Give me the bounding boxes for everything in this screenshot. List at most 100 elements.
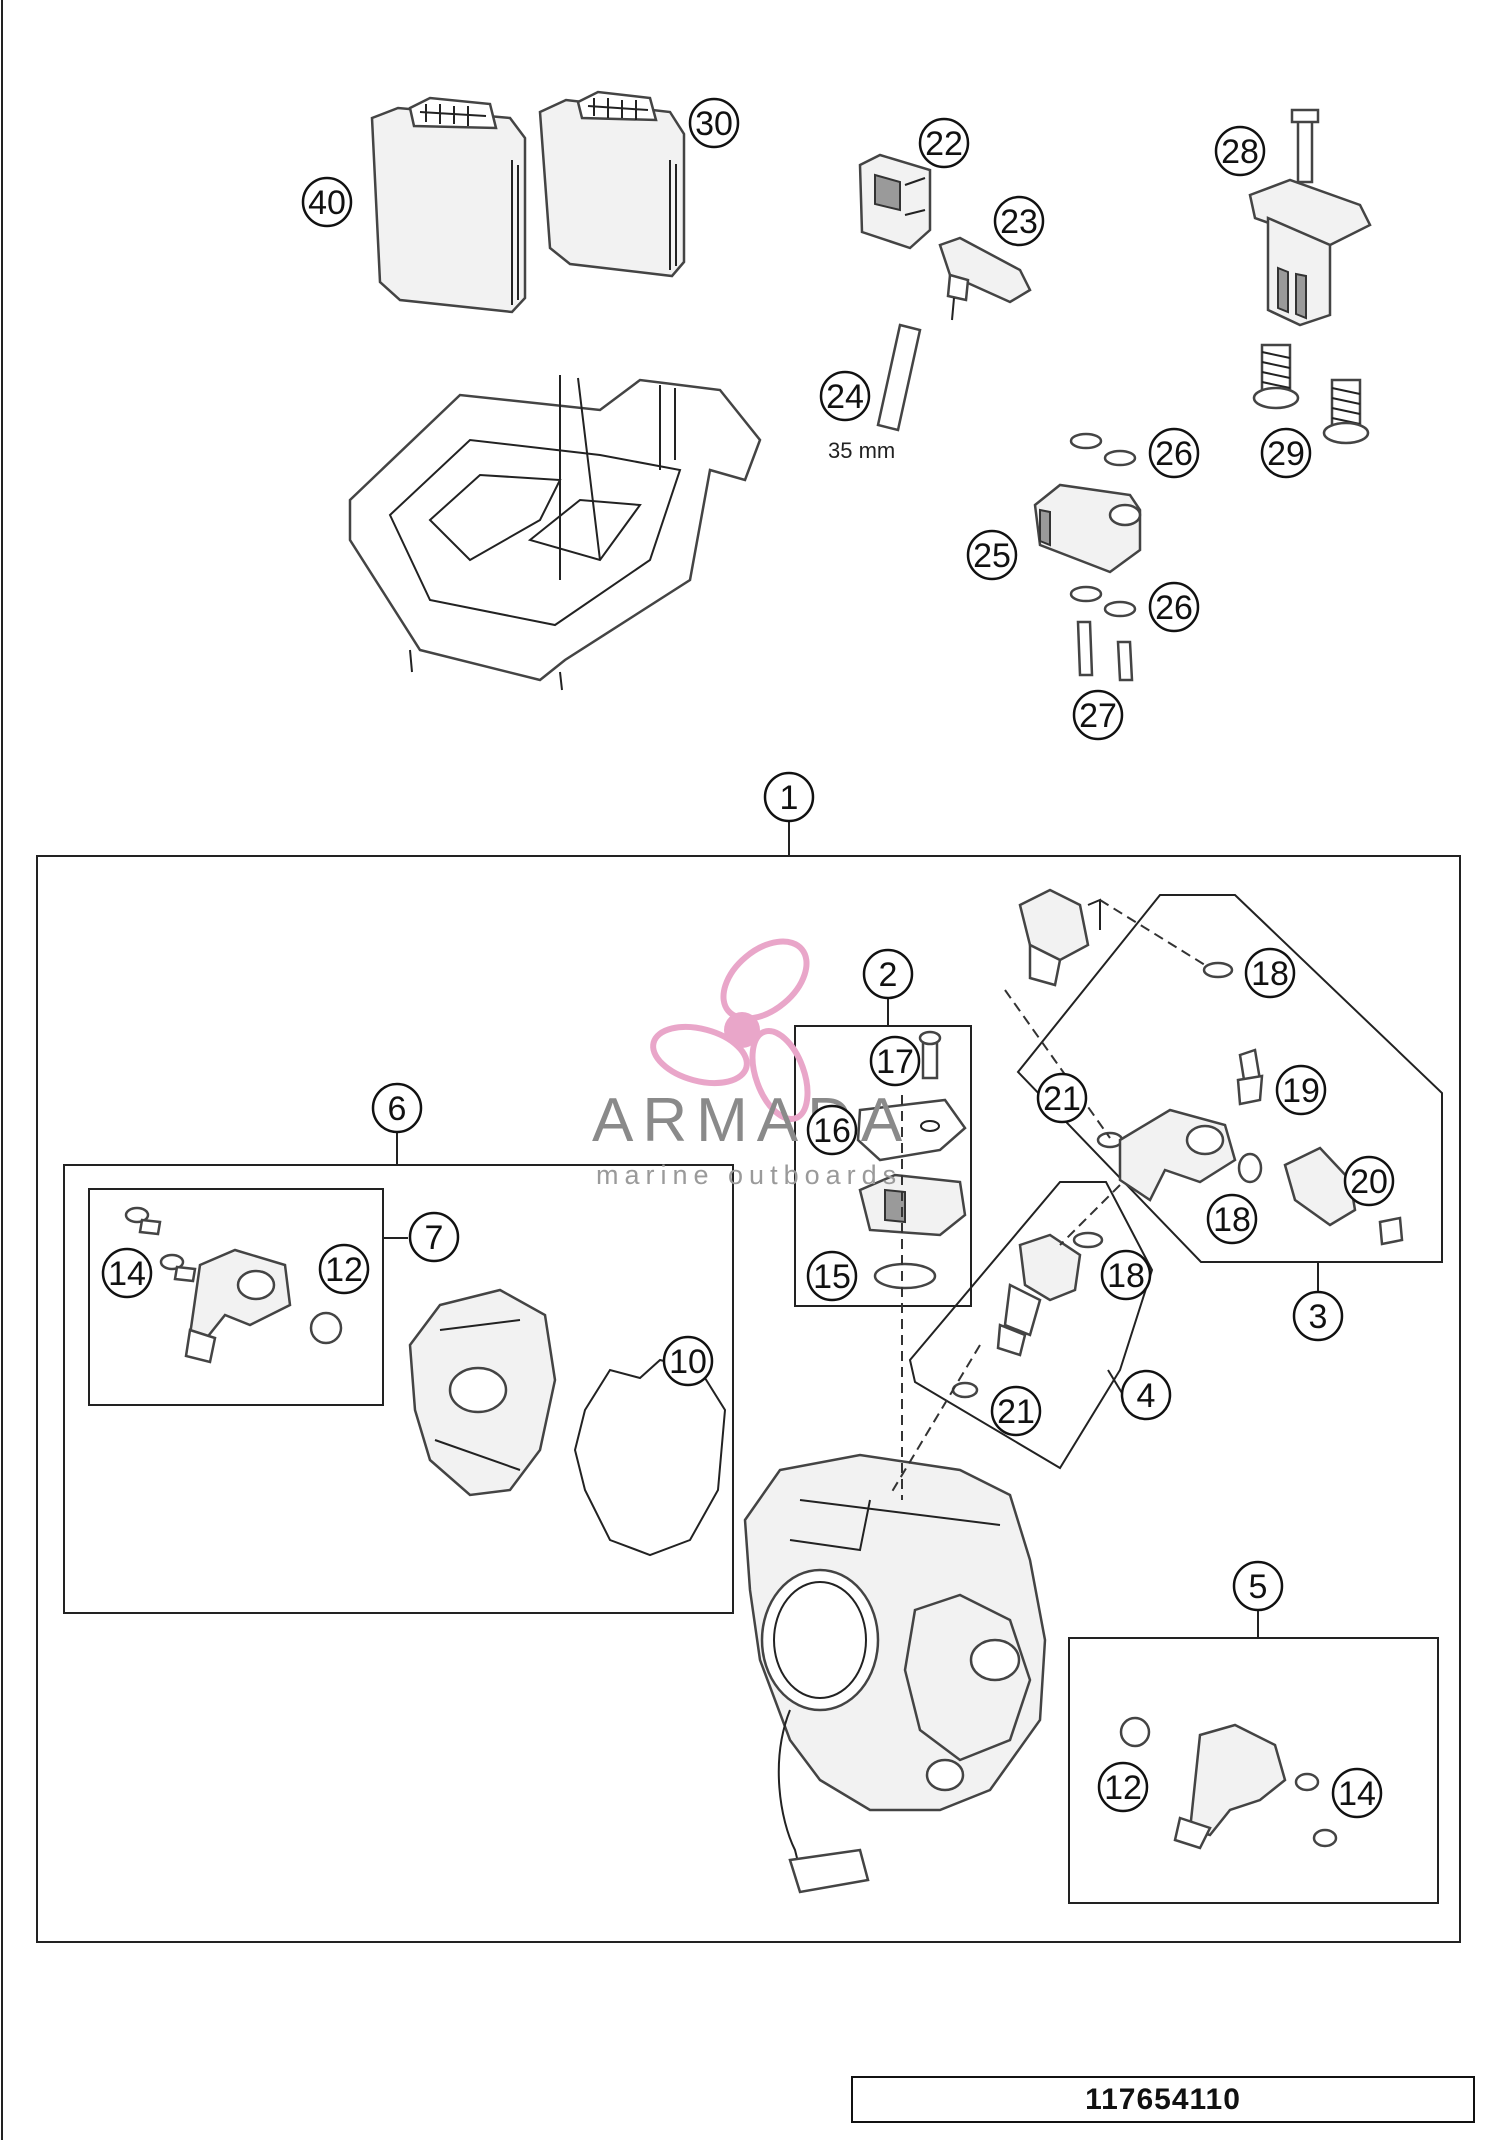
callout-12: 12 xyxy=(1097,1761,1149,1813)
screws-14-box5 xyxy=(1294,1772,1338,1848)
callout-label: 19 xyxy=(1282,1072,1320,1110)
callout-29: 29 xyxy=(1260,427,1312,479)
ecu-unit-30 xyxy=(538,90,686,278)
screws-14-box7 xyxy=(124,1206,197,1283)
washers-26-bottom xyxy=(1069,585,1137,618)
callout-label: 18 xyxy=(1251,955,1289,993)
sub-box-3 xyxy=(1016,894,1443,1263)
callout-14: 14 xyxy=(1331,1767,1383,1819)
oring-12-box5 xyxy=(1119,1716,1151,1748)
callout-label: 26 xyxy=(1155,435,1193,473)
callout-6: 6 xyxy=(371,1082,423,1134)
sensor-28 xyxy=(1248,108,1372,327)
callout-30: 30 xyxy=(688,97,740,149)
callout-label: 4 xyxy=(1137,1377,1156,1415)
bracket-16 xyxy=(856,1098,967,1162)
callout-label: 22 xyxy=(925,125,963,163)
callout-3: 3 xyxy=(1292,1290,1344,1342)
oring-18-mid xyxy=(1237,1152,1263,1184)
callout-17: 17 xyxy=(869,1035,921,1087)
sub-box-4 xyxy=(908,1181,1154,1470)
callout-label: 21 xyxy=(997,1393,1035,1431)
oring-18-box4 xyxy=(1072,1231,1104,1249)
callout-1: 1 xyxy=(763,771,815,823)
sub-box-2 xyxy=(794,1025,972,1307)
callout-14: 14 xyxy=(101,1247,153,1299)
callout-21: 21 xyxy=(990,1385,1042,1437)
callout-20: 20 xyxy=(1343,1155,1395,1207)
callout-28: 28 xyxy=(1214,125,1266,177)
callout-label: 20 xyxy=(1350,1163,1388,1201)
screws-29 xyxy=(1252,343,1370,445)
oring-12-box7 xyxy=(309,1311,343,1345)
sensor-15 xyxy=(858,1173,967,1290)
callout-label: 14 xyxy=(1338,1775,1376,1813)
drawing-code: 117654110 xyxy=(851,2076,1475,2123)
callout-label: 25 xyxy=(973,537,1011,575)
assembly-lines xyxy=(889,899,1206,1500)
callout-26: 26 xyxy=(1148,581,1200,633)
callout-label: 3 xyxy=(1309,1298,1328,1336)
callout-label: 29 xyxy=(1267,435,1305,473)
callout-12: 12 xyxy=(318,1243,370,1295)
ecu-holder-tray xyxy=(348,375,762,691)
bolts-27 xyxy=(1076,620,1134,682)
callout-26: 26 xyxy=(1148,427,1200,479)
callout-18: 18 xyxy=(1100,1249,1152,1301)
callout-label: 16 xyxy=(813,1112,851,1150)
callout-label: 24 xyxy=(826,378,864,416)
tube-24 xyxy=(876,323,922,432)
callout-label: 15 xyxy=(813,1258,851,1296)
callout-label: 23 xyxy=(1000,203,1038,241)
callout-40: 40 xyxy=(301,176,353,228)
callout-label: 10 xyxy=(669,1343,707,1381)
pin-19 xyxy=(1236,1048,1264,1106)
callout-label: 14 xyxy=(108,1255,146,1293)
callout-24: 24 xyxy=(819,370,871,422)
callout-7: 7 xyxy=(408,1211,460,1263)
sub-box-7 xyxy=(88,1188,384,1406)
oring-18-top xyxy=(1202,961,1234,979)
callout-label: 28 xyxy=(1221,133,1259,171)
callout-label: 40 xyxy=(308,184,346,222)
callout-25: 25 xyxy=(966,529,1018,581)
sub-box-5 xyxy=(1068,1637,1439,1904)
watermark-subtitle: marine outboards xyxy=(596,1160,903,1190)
sensor-7 xyxy=(184,1248,292,1364)
connector-22 xyxy=(858,153,932,250)
callout-18: 18 xyxy=(1206,1193,1258,1245)
callout-label: 17 xyxy=(876,1043,914,1081)
callout-label: 26 xyxy=(1155,589,1193,627)
callout-19: 19 xyxy=(1275,1064,1327,1116)
screw-17 xyxy=(918,1030,942,1080)
sensor-5 xyxy=(1173,1723,1287,1850)
fitting-20 xyxy=(1283,1146,1404,1246)
callout-label: 6 xyxy=(388,1090,407,1128)
callout-label: 21 xyxy=(1043,1080,1081,1118)
callout-label: 18 xyxy=(1107,1257,1145,1295)
callout-5: 5 xyxy=(1232,1560,1284,1612)
callout-23: 23 xyxy=(993,195,1045,247)
callout-label: 7 xyxy=(425,1219,444,1257)
callout-18: 18 xyxy=(1244,947,1296,999)
callout-10: 10 xyxy=(662,1335,714,1387)
injector-lower xyxy=(996,1233,1082,1357)
callout-15: 15 xyxy=(806,1250,858,1302)
callout-21: 21 xyxy=(1036,1072,1088,1124)
callout-4: 4 xyxy=(1120,1369,1172,1421)
throttle-body xyxy=(743,1453,1047,1894)
rail-bracket xyxy=(1118,1108,1237,1202)
callout-label: 18 xyxy=(1213,1201,1251,1239)
watermark-propeller-icon xyxy=(650,938,811,1122)
callout-label: 2 xyxy=(879,956,898,994)
assembly-box-1 xyxy=(36,855,1461,1943)
callout-label: 12 xyxy=(325,1251,363,1289)
gasket-10 xyxy=(573,1358,727,1557)
callout-label: 5 xyxy=(1249,1568,1268,1606)
callout-27: 27 xyxy=(1072,689,1124,741)
callout-label: 27 xyxy=(1079,697,1117,735)
valve-25 xyxy=(1033,483,1142,574)
cover-6 xyxy=(408,1288,557,1497)
